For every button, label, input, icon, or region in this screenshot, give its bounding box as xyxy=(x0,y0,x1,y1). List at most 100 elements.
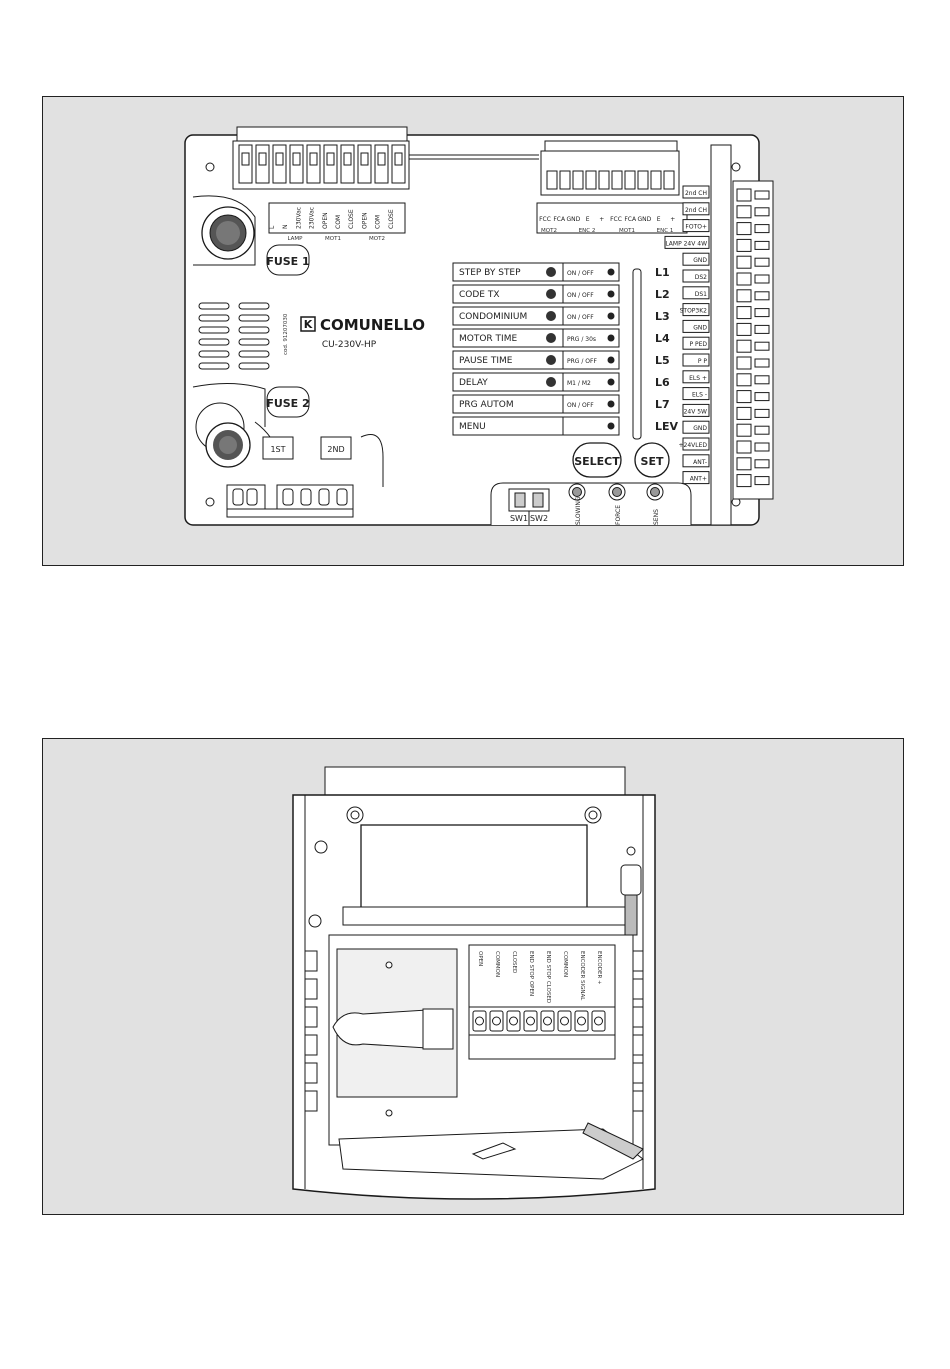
vent-slots xyxy=(198,302,270,370)
right-terminal-label: ELS - xyxy=(692,392,707,399)
jumper-1st: 1ST xyxy=(262,436,294,460)
dip-switches[interactable]: SW1 SW2 xyxy=(508,488,550,525)
right-terminal-pin xyxy=(736,390,752,404)
receiver-terminal-label: END STOP OPEN xyxy=(528,951,534,996)
led-strip xyxy=(632,268,642,440)
led-bulb-icon xyxy=(607,400,615,408)
right-hooks xyxy=(314,840,642,936)
right-terminal-label: ELS + xyxy=(689,375,707,382)
right-terminal-pin xyxy=(736,222,752,236)
led-bulb-icon xyxy=(607,422,615,430)
encoder-group-label: ENC 2 xyxy=(579,228,596,234)
receiver-terminal-label: ENCODER + xyxy=(596,951,602,985)
clock-hand-icon xyxy=(546,355,556,365)
menu-row-label: STEP BY STEP xyxy=(459,268,521,278)
menu-row-option: PRG / 30s xyxy=(567,336,596,343)
encoder-pin xyxy=(559,170,571,190)
top-compartment xyxy=(360,824,588,918)
top-terminal-label: N xyxy=(282,225,289,230)
top-terminal-label: 230Vac xyxy=(309,207,316,229)
right-terminal-pin xyxy=(736,339,752,353)
top-terminal-label: OPEN xyxy=(361,212,368,229)
brand-name: COMUNELLO xyxy=(320,316,425,334)
fuse-1-label: FUSE 1 xyxy=(266,255,309,268)
set-button[interactable]: SET xyxy=(634,442,670,478)
svg-text:SET: SET xyxy=(641,455,664,468)
right-terminal-pin xyxy=(736,205,752,219)
select-button[interactable]: SELECT xyxy=(572,442,622,478)
menu-row-label: CONDOMINIUM xyxy=(459,312,527,322)
right-terminal-pin xyxy=(736,272,752,286)
svg-text:2ND: 2ND xyxy=(327,445,344,454)
svg-text:1ST: 1ST xyxy=(270,445,285,454)
right-terminal-pin xyxy=(736,373,752,387)
condominium-icon xyxy=(546,311,556,321)
remote-icon xyxy=(546,289,556,299)
led-label: L5 xyxy=(655,354,670,367)
encoder-terminal-label: E xyxy=(657,216,661,223)
receiver-terminal-label: END STOP CLOSED xyxy=(545,951,551,1003)
right-terminal-pin xyxy=(736,322,752,336)
trimmer-label: FORCE xyxy=(615,505,622,525)
right-terminal-pin xyxy=(736,188,752,202)
receiver-terminal-label: COMMON xyxy=(562,951,568,977)
menu-row: PRG AUTOM ON / OFF L7 xyxy=(452,394,670,414)
led-label: L1 xyxy=(655,266,670,279)
top-terminal-label: 230Vac xyxy=(295,207,302,229)
led-bulb-icon xyxy=(607,312,615,320)
bottom-left-connectors xyxy=(226,484,354,518)
led-label: LEV xyxy=(655,420,679,433)
top-terminal-label: COM xyxy=(335,215,342,229)
top-group-label: LAMP xyxy=(287,236,303,242)
encoder-terminal-label: + xyxy=(670,216,675,223)
menu-row-option: ON / OFF xyxy=(567,402,594,409)
board-model: CU-230V-HP xyxy=(322,340,377,350)
led-bulb-icon xyxy=(607,268,615,276)
menu-row-label: MOTOR TIME xyxy=(459,334,517,344)
sw2-label: SW2 xyxy=(530,514,548,523)
menu-row-option: PRG / OFF xyxy=(567,358,597,365)
right-terminal-label: ANT+ xyxy=(690,476,707,483)
menu-row-label: DELAY xyxy=(459,378,488,388)
svg-text:SELECT: SELECT xyxy=(574,455,620,468)
right-terminal-label: DS1 xyxy=(695,291,707,298)
sw1-label: SW1 xyxy=(510,514,528,523)
right-terminal-label: 2nd CH xyxy=(685,190,707,197)
right-terminal-label: GND xyxy=(693,425,707,432)
right-terminal-pin xyxy=(736,289,752,303)
board-code: cod. 91207030 xyxy=(283,313,289,355)
led-label: L7 xyxy=(655,398,670,411)
top-terminal-label: COM xyxy=(375,215,382,229)
encoder-pin xyxy=(637,170,649,190)
fuse-2-area: FUSE 2 xyxy=(192,382,310,468)
mounting-holes xyxy=(205,162,741,507)
encoder-group-label: ENC 1 xyxy=(657,228,674,234)
right-terminal-pin xyxy=(736,356,752,370)
right-terminal-label: LAMP 24V 4W xyxy=(665,240,707,247)
right-terminal-pin xyxy=(736,457,752,471)
menu-row-label: PRG AUTOM xyxy=(459,400,514,410)
encoder-pin xyxy=(572,170,584,190)
right-terminal-label: 2nd CH xyxy=(685,207,707,214)
encoder-pin xyxy=(663,170,675,190)
top-terminal-label: OPEN xyxy=(322,212,329,229)
fuse-2-label: FUSE 2 xyxy=(266,397,309,410)
right-terminal-pin xyxy=(736,406,752,420)
encoder-terminal-label: E xyxy=(586,216,590,223)
side-grips xyxy=(304,950,644,1112)
right-terminal-pin xyxy=(736,474,752,488)
receiver-terminal-label: CLOSED xyxy=(511,951,517,973)
encoder-group-label: MOT1 xyxy=(619,228,635,234)
encoder-terminal-label: GND xyxy=(638,216,652,223)
led-bulb-icon xyxy=(607,356,615,364)
right-terminal-pin xyxy=(736,440,752,454)
